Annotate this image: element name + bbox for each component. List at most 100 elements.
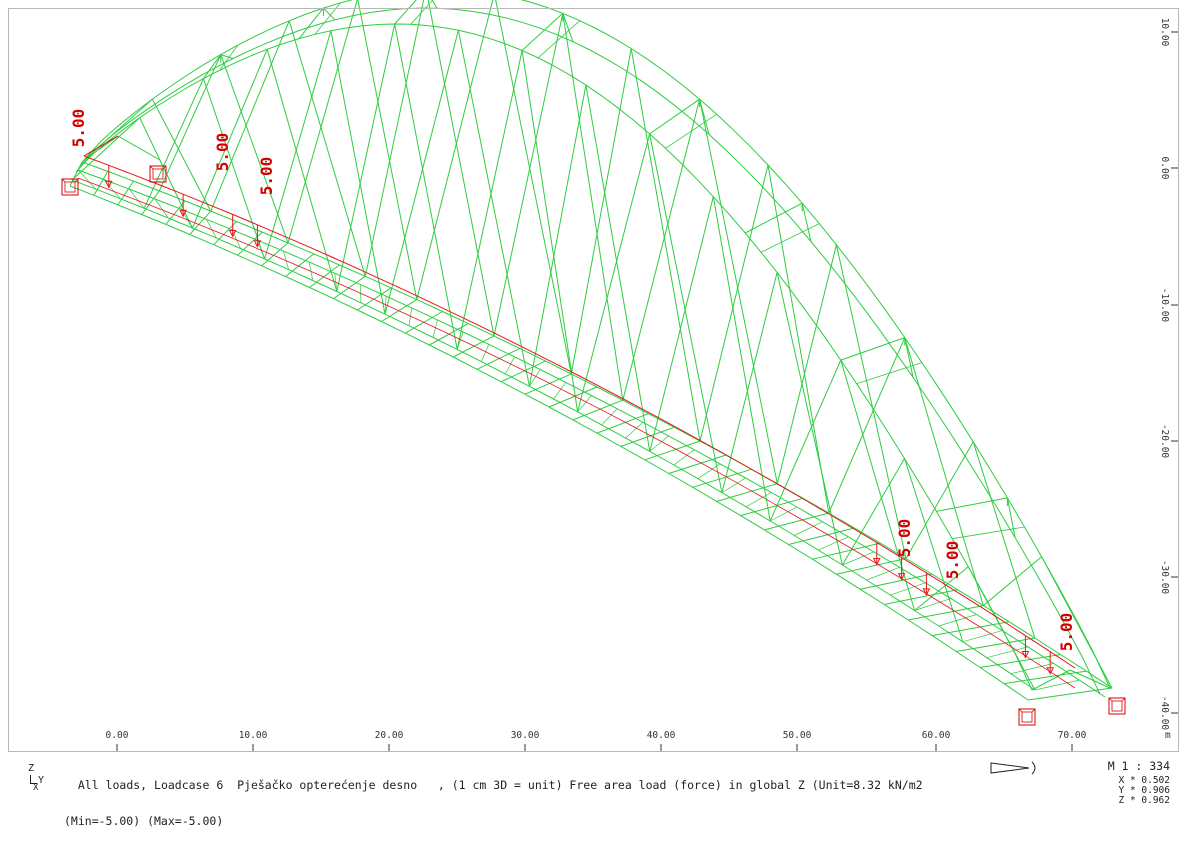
x-axis-label: 30.00 bbox=[511, 730, 540, 741]
arch-cross-frame bbox=[431, 0, 438, 9]
deck-brace bbox=[432, 319, 438, 338]
hanger bbox=[357, 0, 418, 300]
deck-brace bbox=[206, 219, 217, 239]
deck-cross-beam bbox=[333, 275, 366, 300]
hanger bbox=[828, 337, 906, 514]
hanger bbox=[982, 556, 1042, 606]
deck-cross-beam bbox=[956, 637, 1035, 652]
x-axis-unit: m bbox=[1165, 730, 1171, 741]
x-axis-label: 10.00 bbox=[239, 730, 268, 741]
status-line-1: All loads, Loadcase 6 Pješačko opterećen… bbox=[77, 778, 923, 792]
load-value-label: 5.00 bbox=[943, 541, 962, 580]
hanger bbox=[649, 133, 723, 493]
load-arrow-head bbox=[872, 558, 881, 566]
arch-cross-frame bbox=[323, 7, 336, 21]
deck-cross-beam bbox=[357, 287, 392, 311]
hanger bbox=[457, 30, 530, 387]
hanger bbox=[220, 54, 289, 244]
hanger bbox=[840, 359, 916, 611]
right-arrow-outline-icon[interactable] bbox=[985, 760, 1045, 776]
deck-cross-beam bbox=[237, 231, 263, 256]
deck-cross-beam bbox=[884, 589, 958, 605]
deck-cross-beam bbox=[524, 373, 572, 395]
x-axis-label: 70.00 bbox=[1058, 730, 1087, 741]
scale-y: Y * 0.906 bbox=[1118, 785, 1170, 796]
hanger bbox=[967, 566, 1036, 691]
arch-cross-frame bbox=[904, 337, 914, 378]
deck-brace bbox=[673, 449, 695, 466]
arch-cross-frame bbox=[840, 337, 905, 361]
x-axis-label: 50.00 bbox=[783, 730, 812, 741]
end-portal bbox=[1031, 669, 1071, 691]
hanger bbox=[630, 48, 701, 442]
load-value-label: 5.00 bbox=[257, 157, 276, 196]
support-edge bbox=[149, 165, 154, 170]
hanger bbox=[577, 133, 651, 412]
deck-brace bbox=[962, 630, 1003, 643]
deck-cross-beam bbox=[189, 210, 212, 235]
load-value-label: 5.00 bbox=[213, 133, 232, 172]
load-arrow-head bbox=[922, 588, 931, 596]
load-arrow-head bbox=[179, 209, 187, 218]
deck-brace bbox=[480, 344, 490, 362]
load-area-edge bbox=[83, 135, 119, 157]
load-arrow-head bbox=[253, 240, 262, 248]
x-axis-label: 60.00 bbox=[922, 730, 951, 741]
hanger bbox=[776, 244, 837, 484]
hanger bbox=[191, 49, 268, 229]
deck-brace bbox=[794, 521, 823, 536]
end-portal bbox=[83, 135, 119, 161]
arch-cross-frame bbox=[521, 12, 564, 51]
deck-brace bbox=[505, 356, 515, 375]
arch-rib bbox=[75, 23, 1033, 691]
support-layer bbox=[61, 165, 1126, 726]
scale-z: Z * 0.962 bbox=[1118, 795, 1170, 806]
scale-ratio: M 1 : 334 bbox=[1107, 759, 1170, 773]
deck-cross-beam bbox=[716, 483, 778, 502]
load-arrow-head bbox=[1021, 651, 1030, 659]
support-edge bbox=[162, 165, 167, 170]
hanger bbox=[622, 99, 701, 401]
deck-brace bbox=[818, 536, 849, 551]
hanger bbox=[288, 20, 366, 277]
hanger bbox=[384, 30, 459, 315]
load-value-label: 5.00 bbox=[1057, 613, 1076, 652]
hanger bbox=[562, 13, 624, 401]
load-arrow-head bbox=[228, 229, 237, 238]
load-arrow-head bbox=[897, 573, 906, 581]
deck-cross-beam bbox=[908, 605, 984, 621]
hanger bbox=[570, 48, 632, 374]
deck-brace bbox=[529, 369, 541, 387]
deck-cross-beam bbox=[812, 542, 881, 560]
deck-brace bbox=[649, 435, 669, 452]
end-portal bbox=[1069, 669, 1111, 689]
hanger bbox=[287, 0, 358, 244]
hanger bbox=[649, 196, 714, 452]
support-box-inner bbox=[1021, 711, 1033, 723]
deck-cross-beam bbox=[1027, 687, 1113, 701]
deck-brace bbox=[842, 551, 875, 566]
hanger bbox=[456, 50, 523, 350]
deck-cross-beam bbox=[93, 171, 109, 196]
status-line-2: (Min=-5.00) (Max=-5.00) bbox=[64, 814, 224, 828]
hanger bbox=[71, 117, 141, 181]
support-box-inner bbox=[64, 181, 76, 193]
hanger bbox=[495, 0, 572, 374]
y-axis-label: 0.00 bbox=[1159, 157, 1170, 180]
support-box bbox=[1108, 697, 1126, 715]
deck-brace bbox=[1034, 679, 1080, 691]
x-axis-label: 20.00 bbox=[375, 730, 404, 741]
support-edge bbox=[1121, 697, 1126, 702]
load-arrow-head bbox=[104, 180, 113, 189]
deck-cross-beam bbox=[1003, 670, 1087, 685]
y-axis-label: -40.00 bbox=[1159, 696, 1170, 731]
axis-indicator: Z Y X bbox=[28, 764, 52, 794]
hanger bbox=[143, 78, 204, 209]
load-layer: 5.005.005.005.005.005.00 bbox=[69, 109, 1076, 689]
hanger bbox=[330, 30, 386, 315]
deck-cross-beam bbox=[452, 335, 495, 358]
hanger bbox=[841, 458, 905, 566]
deck-brace bbox=[384, 296, 387, 315]
